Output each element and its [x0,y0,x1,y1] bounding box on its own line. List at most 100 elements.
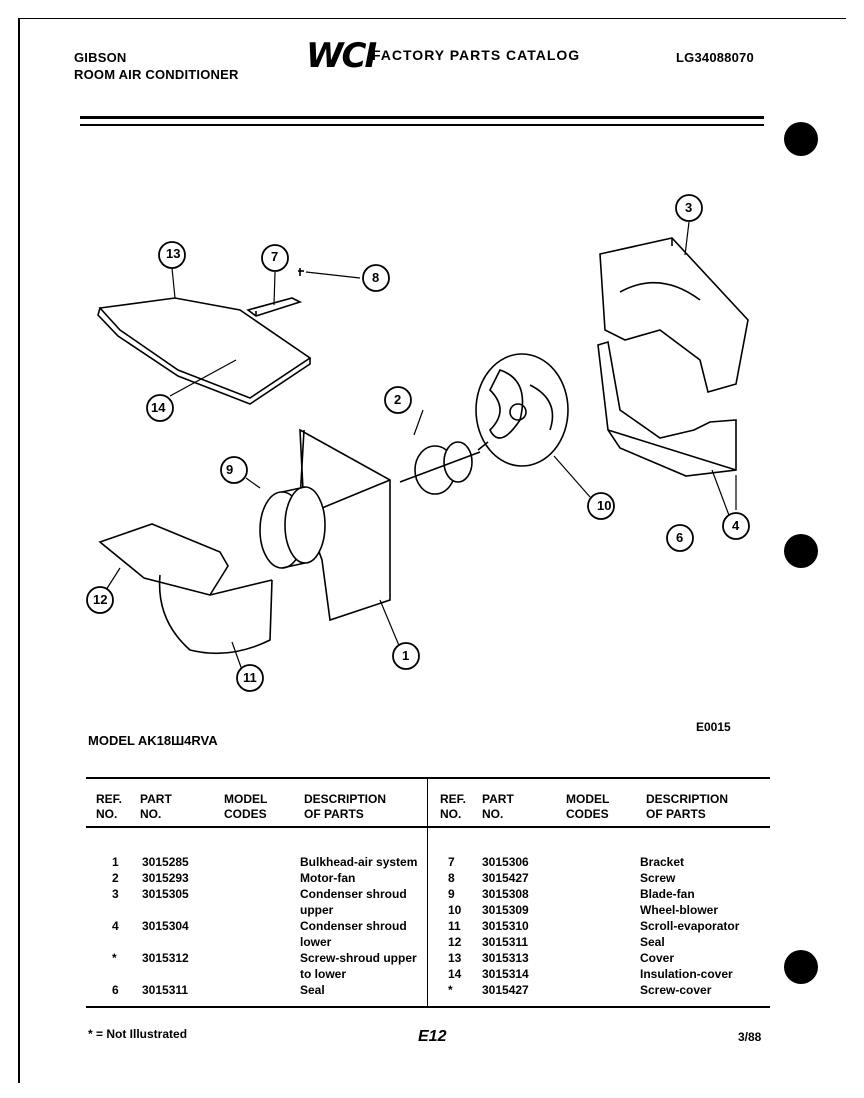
condenser-shroud-upper-part [599,237,749,393]
part-number-cell: 3015308 [482,887,529,901]
catalog-number: LG34088070 [676,50,754,65]
fan-blade-part [475,353,569,467]
callout-10: 9 [226,462,234,477]
col-part: PART [140,792,172,806]
description-cell: Seal [300,983,325,997]
callout-3: 3 [685,200,693,215]
blower-wheel-part [259,486,326,569]
part-number-cell: 3015304 [142,919,189,933]
table-bottom-rule [86,1006,770,1008]
col-description: DESCRIPTION [304,792,387,806]
description-cell: Blade-fan [640,887,695,901]
col-ref: REF. [440,792,467,806]
description-cell: Scroll-evaporator [640,919,740,933]
wci-logo: WCI [306,36,377,76]
description-cell: Cover [640,951,675,965]
callout-2: 2 [394,392,402,407]
bracket-part [246,297,303,317]
callout-7: 7 [271,249,279,264]
binder-hole-bottom [784,950,818,984]
ref-cell: * [112,951,117,965]
callout-8: 8 [372,270,380,285]
ref-cell: 8 [448,871,455,885]
condenser-shroud-lower-part [597,340,737,477]
col-of-parts: OF PARTS [304,807,364,821]
description-cell: Screw-cover [640,983,712,997]
col-model-codes: CODES [224,807,267,821]
ref-cell: 12 [448,935,462,949]
col-part-no: NO. [482,807,504,821]
revision-date: 3/88 [738,1030,762,1044]
callout-13: 13 [166,246,181,261]
description-cell: Condenser shroud [300,887,407,901]
description-cell: Screw-shroud upper [300,951,417,965]
scroll-evaporator-part [98,523,273,655]
col-model-codes: CODES [566,807,609,821]
description-cell: Screw [640,871,676,885]
ref-cell: 1 [112,855,119,869]
ref-cell: 3 [112,887,119,901]
ref-cell: 14 [448,967,462,981]
col-of-parts: OF PARTS [646,807,706,821]
callout-4: 4 [732,518,740,533]
description-cell: Bulkhead-air system [300,855,418,869]
col-ref: REF. [96,792,123,806]
catalog-title: FACTORY PARTS CATALOG [372,47,581,63]
table-divider [427,779,428,1006]
part-number-cell: 3015311 [482,935,529,949]
description-cell: Condenser shroud [300,919,407,933]
page-frame [18,18,846,1083]
part-number-cell: 3015285 [142,855,189,869]
ref-cell: 6 [112,983,119,997]
callout-1: 1 [402,648,410,663]
description-cell: Bracket [640,855,685,869]
ref-cell: 4 [112,919,119,933]
part-number-cell: 3015310 [482,919,529,933]
col-part: PART [482,792,514,806]
figure-code: E0015 [696,720,731,734]
ref-cell: * [448,983,453,997]
callout-labels [86,194,750,692]
ref-cell: 9 [448,887,455,901]
callout-14: 14 [151,400,166,415]
part-number-cell: 3015314 [482,967,529,981]
page-number: E12 [418,1028,447,1045]
ref-cell: 7 [448,855,455,869]
binder-hole-top [784,122,818,156]
col-part-no: NO. [140,807,162,821]
part-number-cell: 3015427 [482,983,529,997]
not-illustrated-note: * = Not Illustrated [88,1027,188,1041]
col-model: MODEL [224,792,268,806]
col-model: MODEL [566,792,610,806]
motor-fan-part [399,441,489,495]
ref-cell: 13 [448,951,462,965]
part-number-cell: 3015427 [482,871,529,885]
callout-11: 11 [243,670,257,685]
header-rule-thin [80,124,764,126]
description-cell: Motor-fan [300,871,356,885]
part-number-cell: 3015313 [482,951,529,965]
exploded-parts-diagram [86,194,750,692]
part-number-cell: 3015305 [142,887,189,901]
callout-6: 6 [676,530,684,545]
brand-name: GIBSON [74,50,127,65]
model-label: MODEL AK18Ш4RVA [88,733,218,748]
col-ref-no: NO. [96,807,118,821]
callout-9: 10 [597,498,612,513]
binder-hole-middle [784,534,818,568]
part-number-cell: 3015293 [142,871,189,885]
product-name: ROOM AIR CONDITIONER [74,67,239,82]
description-cell: Wheel-blower [640,903,719,917]
ref-cell: 11 [448,919,461,933]
col-description: DESCRIPTION [646,792,729,806]
description-cell: Seal [640,935,665,949]
part-number-cell: 3015309 [482,903,529,917]
insulation-cover-part [97,297,312,405]
description-cell: lower [300,935,332,949]
screw-part [298,268,304,276]
header-rule [80,116,764,119]
part-number-cell: 3015311 [142,983,189,997]
table-header-rule [86,826,770,828]
part-number-cell: 3015306 [482,855,529,869]
ref-cell: 2 [112,871,119,885]
